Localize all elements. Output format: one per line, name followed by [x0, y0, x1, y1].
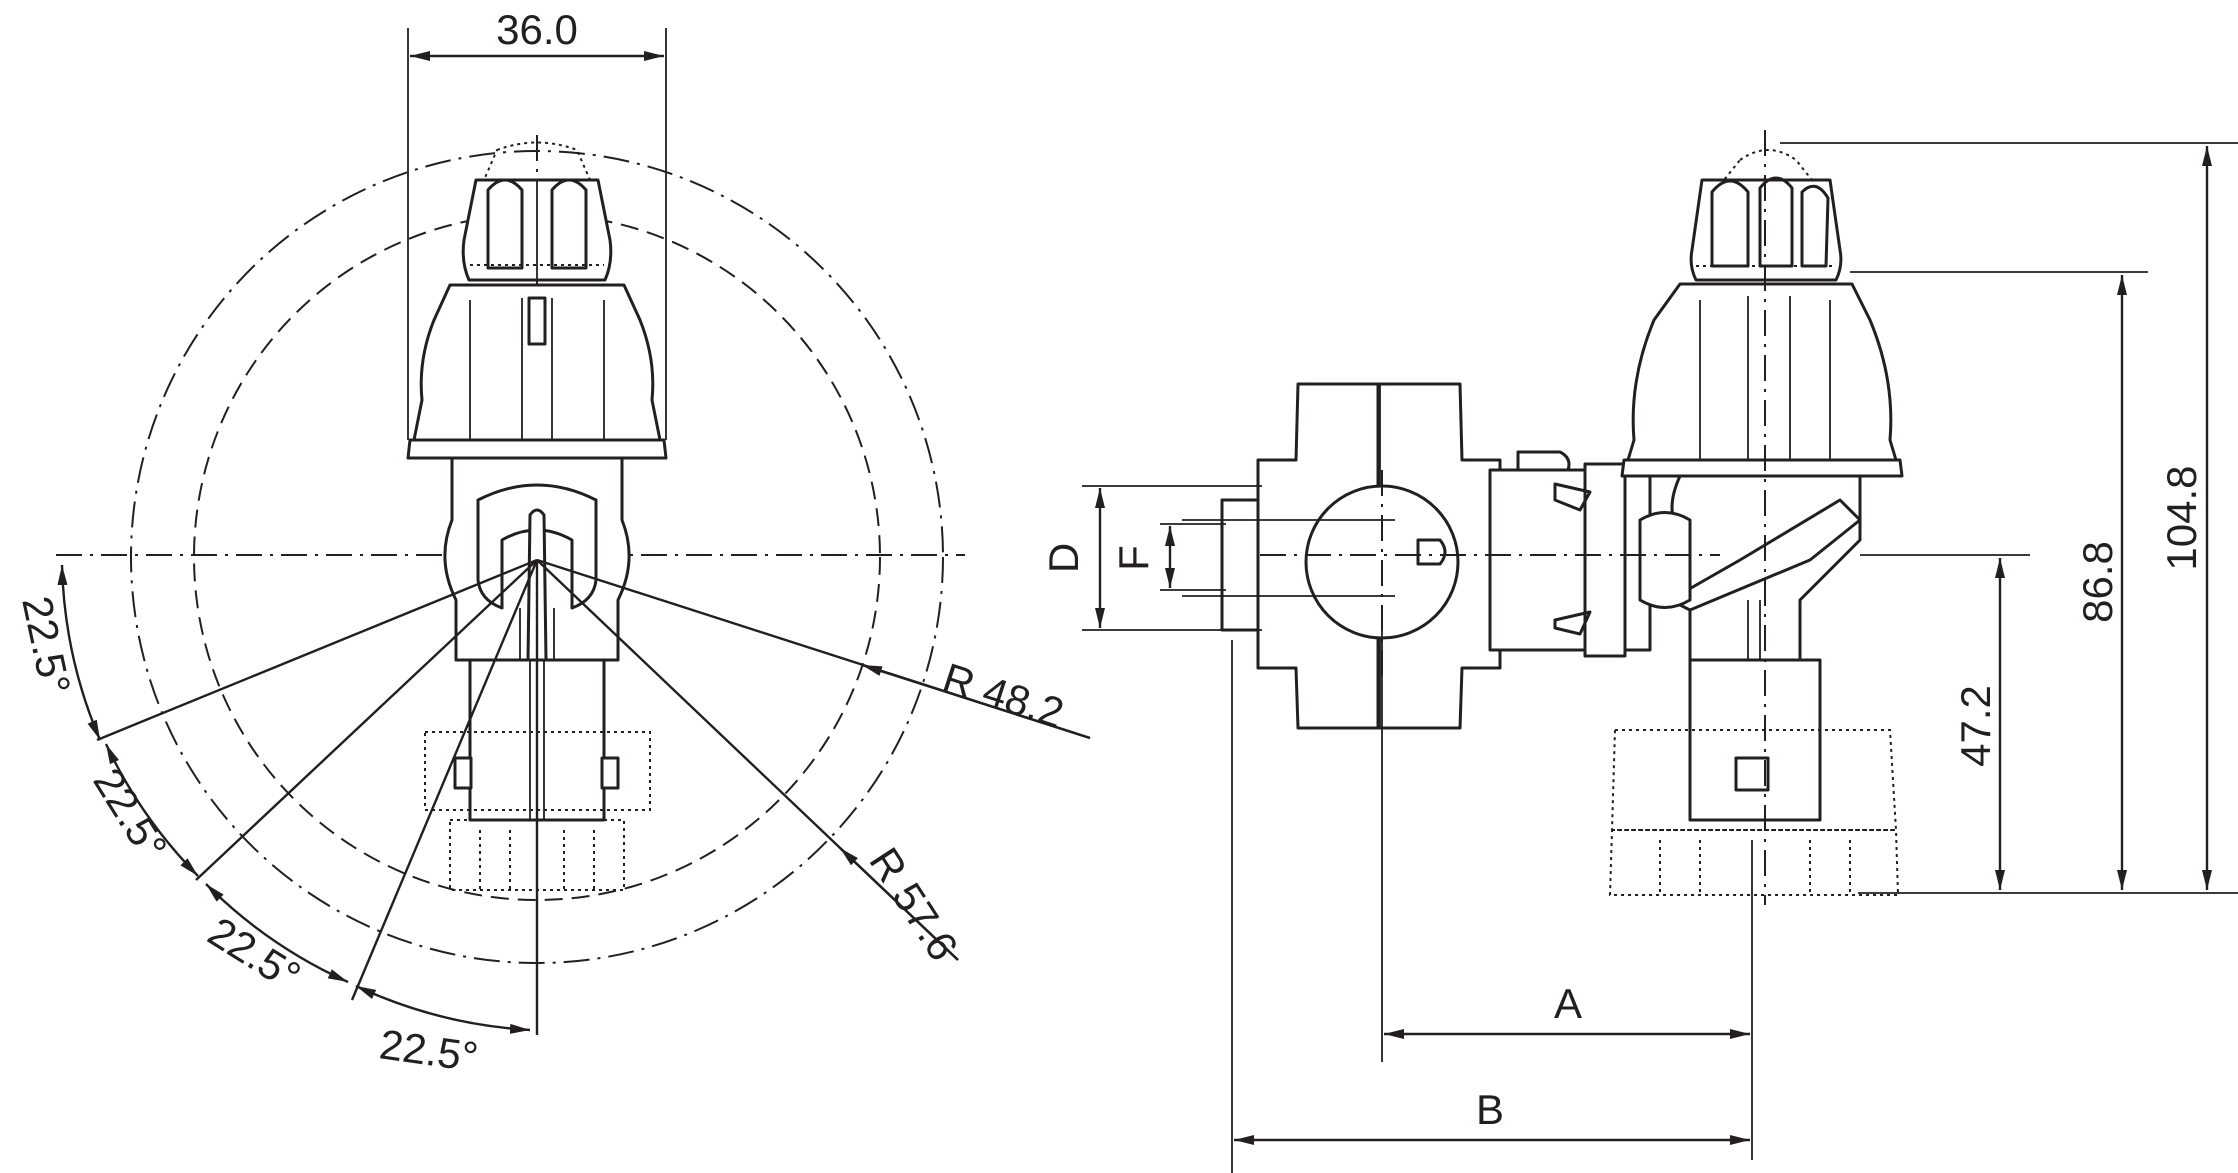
nozzle-neck	[443, 456, 631, 662]
height-2-label: 86.8	[2074, 541, 2121, 623]
side-nozzle	[1608, 149, 1904, 896]
angle-label-2: 22.5°	[84, 760, 176, 868]
angle-label-1: 22.5°	[13, 592, 79, 698]
height-3-label: 104.8	[2158, 465, 2205, 570]
side-view: D F A B 47.2 86.8 104.8	[1040, 130, 2238, 1173]
label-a: A	[1554, 980, 1582, 1027]
height-1-label: 47.2	[1952, 685, 1999, 767]
width-label: 36.0	[496, 6, 578, 53]
radius-inner-label: R 48.2	[937, 654, 1069, 737]
spray-cap	[461, 141, 613, 282]
inner-radius-circle	[193, 213, 881, 901]
radius-outer-label: R 57.6	[860, 839, 967, 968]
angle-label-4: 22.5°	[377, 1020, 481, 1080]
label-b: B	[1476, 1086, 1504, 1133]
connector	[1488, 450, 1652, 658]
angle-label-3: 22.5°	[200, 908, 308, 1000]
front-view: 36.0 R 48.2 R 57.6 22.5° 22.5° 22.5° 22.…	[13, 6, 1091, 1081]
label-f: F	[1110, 545, 1157, 571]
label-d: D	[1040, 543, 1087, 573]
nozzle-body	[406, 283, 668, 460]
